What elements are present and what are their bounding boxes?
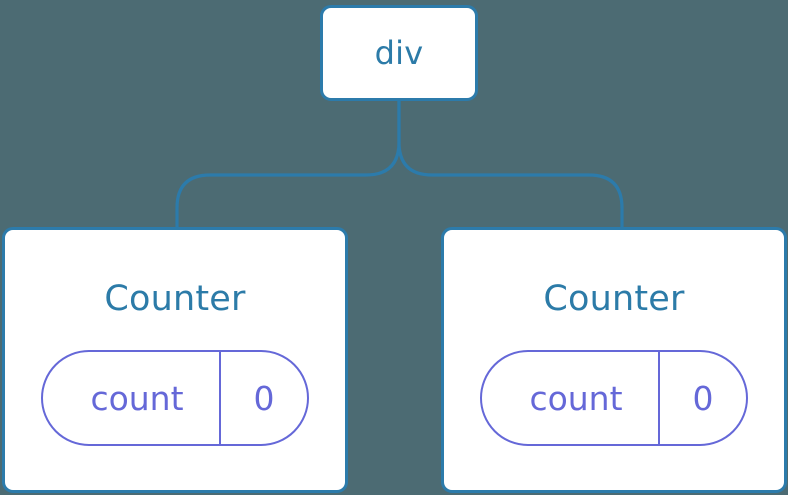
state-value-label: 0 bbox=[658, 352, 746, 444]
state-badge-count-left: count 0 bbox=[41, 350, 309, 446]
state-badge-count-right: count 0 bbox=[480, 350, 748, 446]
state-key-label: count bbox=[529, 378, 623, 418]
node-div[interactable]: div bbox=[320, 5, 478, 101]
node-counter-left-label: Counter bbox=[104, 279, 246, 319]
node-counter-left[interactable]: Counter count 0 bbox=[2, 227, 348, 493]
connector-to-right-counter bbox=[397, 98, 624, 231]
connector-to-left-counter bbox=[175, 98, 401, 231]
state-value-label: 0 bbox=[219, 352, 307, 444]
node-counter-right[interactable]: Counter count 0 bbox=[441, 227, 787, 493]
node-counter-right-label: Counter bbox=[543, 279, 685, 319]
state-key-label: count bbox=[90, 378, 184, 418]
node-div-label: div bbox=[374, 34, 424, 72]
